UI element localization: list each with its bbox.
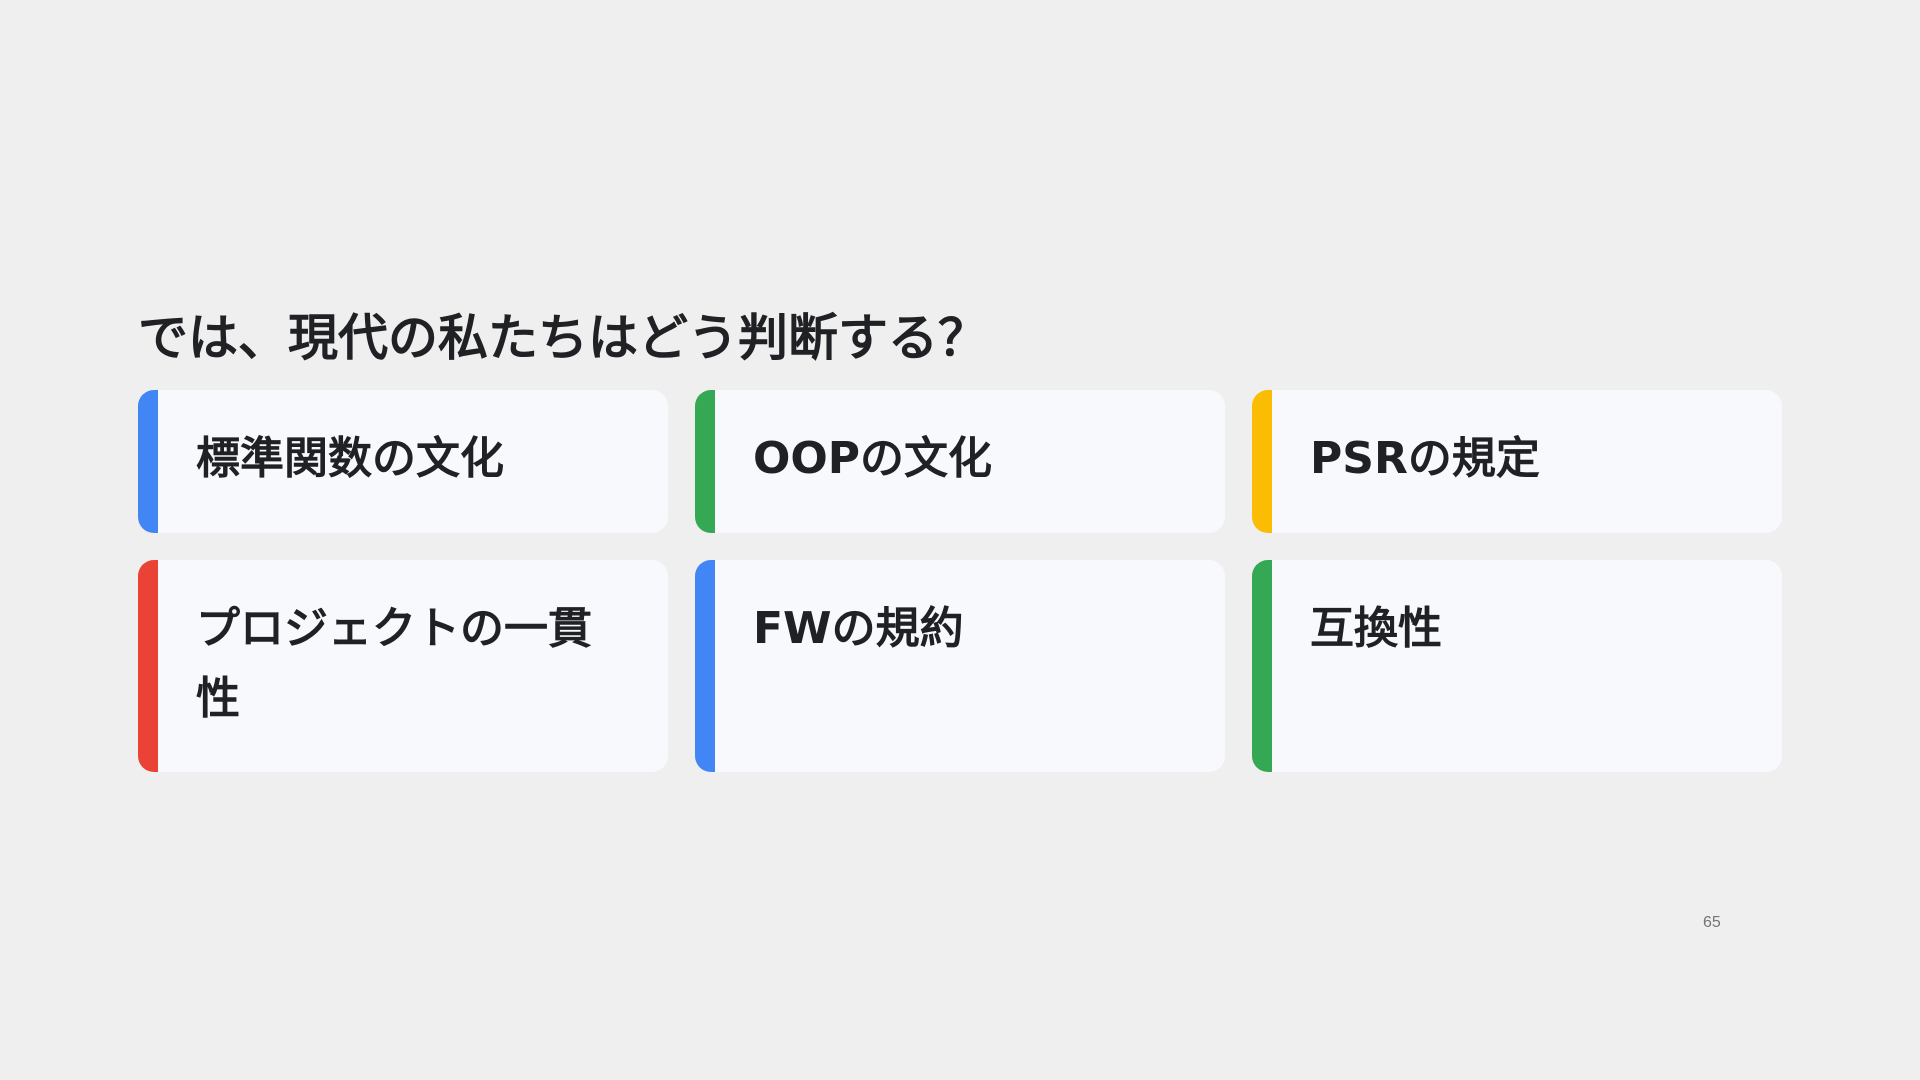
card-standard-functions: 標準関数の文化 — [138, 390, 668, 533]
card-psr-rules: PSRの規定 — [1252, 390, 1782, 533]
card-label: FWの規約 — [753, 603, 964, 654]
card-label: プロジェクトの一貫性 — [196, 603, 592, 724]
card-label: 標準関数の文化 — [196, 433, 504, 484]
card-grid: 標準関数の文化 OOPの文化 PSRの規定 プロジェクトの一貫性 FWの規約 互… — [138, 390, 1782, 772]
card-compatibility: 互換性 — [1252, 560, 1782, 772]
page-number: 65 — [1703, 914, 1721, 931]
slide-title: では、現代の私たちはどう判断する？ — [138, 309, 988, 367]
card-label: PSRの規定 — [1310, 433, 1540, 484]
card-oop-culture: OOPの文化 — [695, 390, 1225, 533]
card-label: OOPの文化 — [753, 433, 993, 484]
card-label: 互換性 — [1310, 603, 1442, 654]
card-project-consistency: プロジェクトの一貫性 — [138, 560, 668, 772]
card-framework-conventions: FWの規約 — [695, 560, 1225, 772]
